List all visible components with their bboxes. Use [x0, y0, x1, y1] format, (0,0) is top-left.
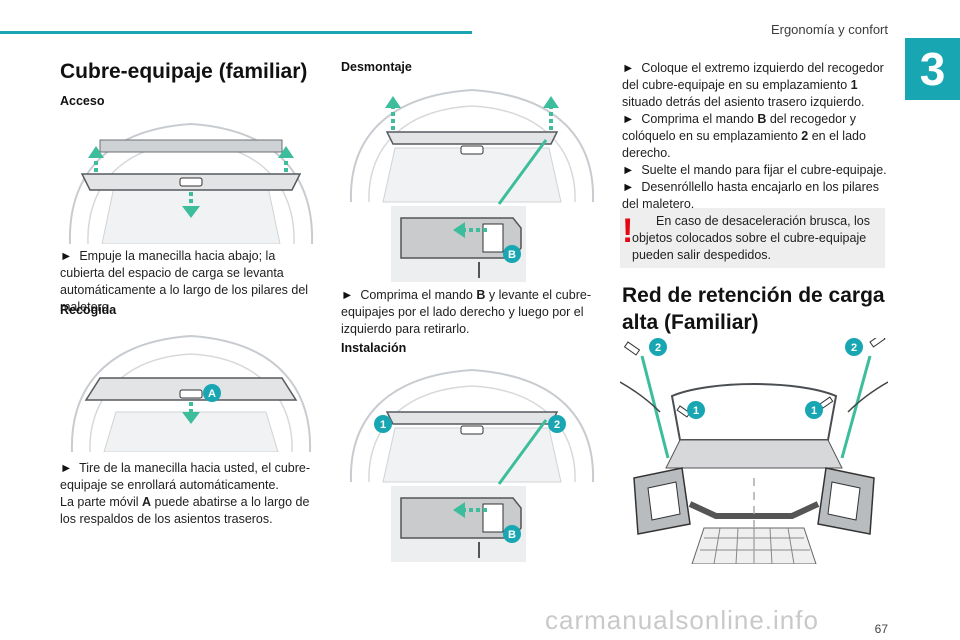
- recogida-note-pre: La parte móvil: [60, 495, 142, 509]
- step-2-pre: Comprima el mando: [641, 112, 758, 126]
- recogida-heading: Recogida: [60, 303, 117, 317]
- recogida-instruction: Tire de la manecilla hacia usted, el cub…: [60, 461, 311, 492]
- recogida-note-post: puede abatirse a lo largo de los respald…: [60, 495, 310, 526]
- net-title-line2: alta (Familiar): [622, 311, 759, 334]
- label-two: 2: [655, 342, 661, 354]
- header-accent-bar: [0, 31, 472, 34]
- recogida-note-bold: A: [141, 495, 152, 509]
- net-illustration: 2 2 1 1: [620, 338, 888, 564]
- net-title: Red de retención de carga alta (Familiar…: [622, 282, 892, 336]
- bullet: ►: [60, 249, 73, 263]
- step-1-pre: Coloque el extremo izquierdo del recoged…: [622, 61, 884, 92]
- step-2-bold: B: [757, 112, 767, 126]
- bullet: ►: [341, 288, 354, 302]
- recogida-text: ► Tire de la manecilla hacia usted, el c…: [60, 460, 322, 528]
- step-3: ► Suelte el mando para fijar el cubre-eq…: [622, 162, 887, 179]
- step-2-bold2: 2: [801, 129, 809, 143]
- step-2-post: del recogedor y colóquelo en su emplazam…: [622, 112, 857, 143]
- desmontaje-pre: Comprima el mando: [360, 288, 477, 302]
- acceso-text: ► Empuje la manecilla hacia abajo; la cu…: [60, 248, 322, 316]
- step-2: ► Comprima el mando B del recogedor y co…: [622, 111, 887, 162]
- step-4-text: Desenróllello hasta encajarlo en los pil…: [622, 180, 879, 211]
- bullet: ►: [622, 180, 635, 194]
- label-one: 1: [380, 419, 386, 431]
- bullet: ►: [622, 112, 635, 126]
- instalacion-heading: Instalación: [341, 341, 407, 355]
- label-two: 2: [851, 342, 857, 354]
- step-4: ► Desenróllello hasta encajarlo en los p…: [622, 179, 887, 213]
- section-title: Ergonomía y confort: [770, 22, 888, 37]
- chapter-tab: 3: [905, 38, 960, 100]
- warning-icon: !: [622, 212, 634, 250]
- bullet: ►: [622, 163, 635, 177]
- desmontaje-bold: B: [476, 288, 486, 302]
- label-b: B: [508, 249, 516, 261]
- step-3-text: Suelte el mando para fijar el cubre-equi…: [641, 163, 887, 177]
- instalacion-illustration: 1 2 B: [349, 368, 595, 562]
- bullet: ►: [60, 461, 73, 475]
- watermark: carmanualsonline.info: [545, 605, 819, 635]
- desmontaje-illustration: B: [349, 88, 595, 282]
- net-title-line1: Red de retención de carga: [622, 284, 885, 307]
- label-a: A: [208, 388, 216, 400]
- warning-text: En caso de desaceleración brusca, los ob…: [632, 214, 871, 262]
- recogida-illustration: A: [70, 334, 312, 452]
- instalacion-steps: ► Coloque el extremo izquierdo del recog…: [622, 60, 887, 213]
- step-1-bold: 1: [850, 78, 858, 92]
- label-b: B: [508, 529, 516, 541]
- page-title: Cubre-equipaje (familiar): [60, 60, 308, 83]
- acceso-illustration: [60, 112, 322, 244]
- desmontaje-post: y levante el cubre-equipajes por el lado…: [341, 288, 591, 336]
- page-number: 67: [874, 622, 888, 636]
- acceso-instruction: Empuje la manecilla hacia abajo; la cubi…: [60, 249, 309, 314]
- desmontaje-heading: Desmontaje: [341, 60, 412, 74]
- step-1-post: situado detrás del asiento trasero izqui…: [622, 95, 865, 109]
- bullet: ►: [622, 61, 635, 75]
- warning-box: ! En caso de desaceleración brusca, los …: [620, 208, 885, 268]
- label-two: 2: [554, 419, 560, 431]
- step-1: ► Coloque el extremo izquierdo del recog…: [622, 60, 887, 111]
- step-2-post2: en el lado derecho.: [622, 129, 866, 160]
- label-one: 1: [811, 405, 817, 417]
- desmontaje-text: ► Comprima el mando B y levante el cubre…: [341, 287, 603, 338]
- acceso-heading: Acceso: [60, 94, 105, 108]
- label-one: 1: [693, 405, 699, 417]
